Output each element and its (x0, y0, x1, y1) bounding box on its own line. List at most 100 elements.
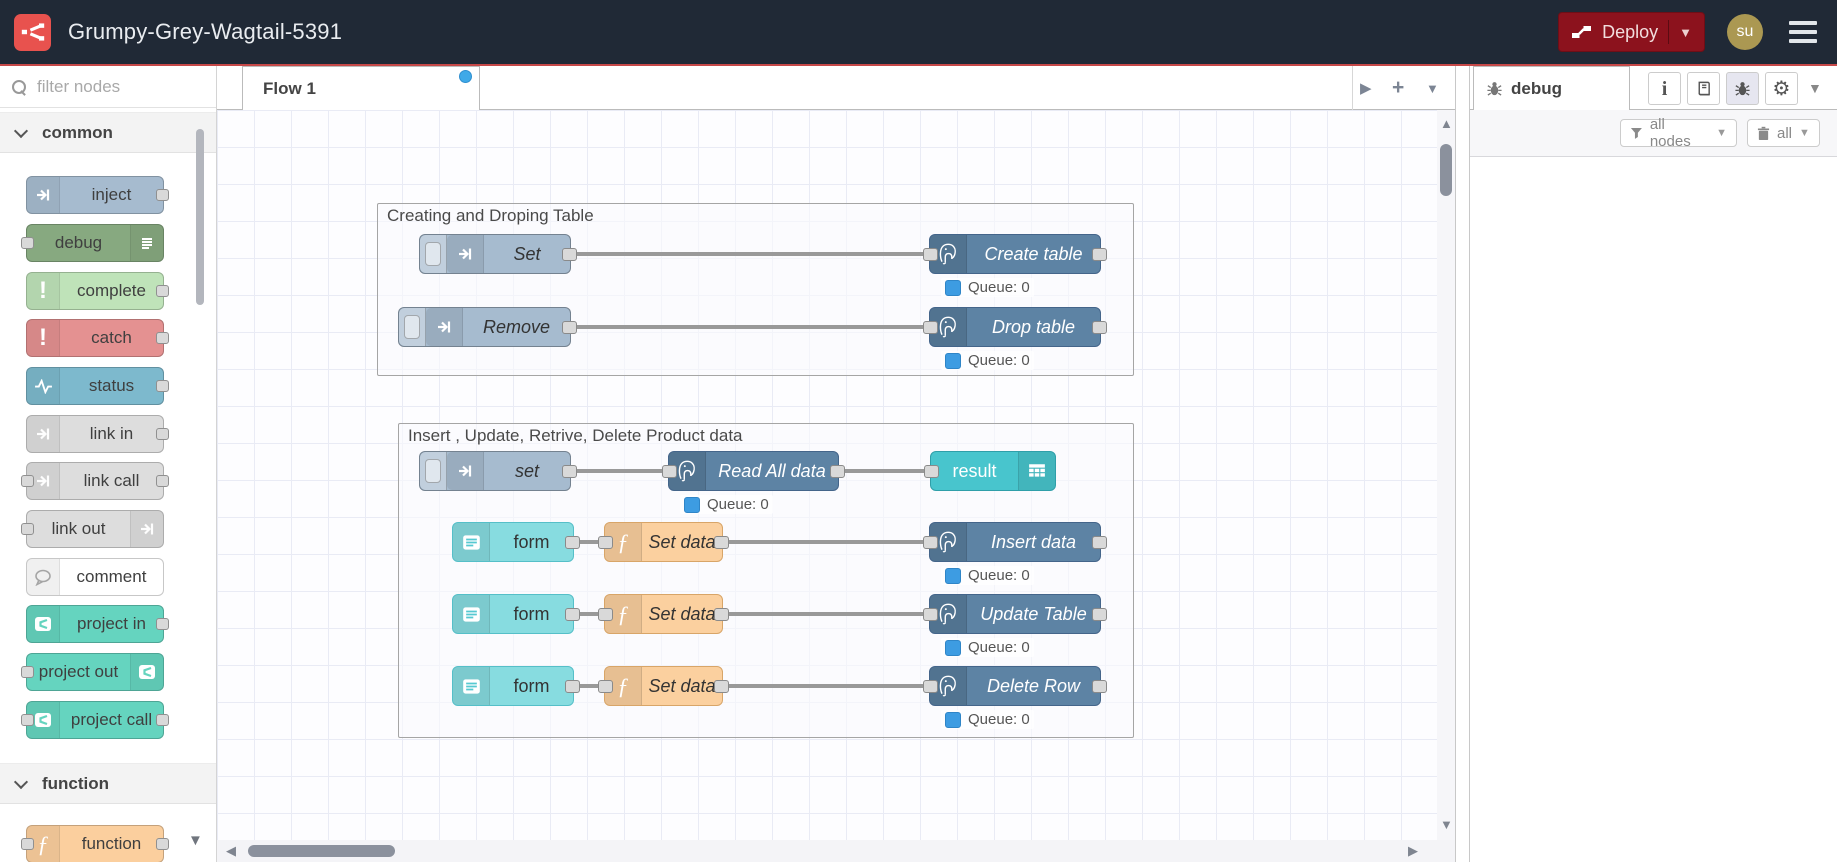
palette-item-comment[interactable]: comment (26, 558, 164, 596)
tab-flow-1[interactable]: Flow 1 (242, 66, 480, 110)
palette-item-project-call[interactable]: project call (21, 701, 169, 739)
palette-scroll-down-icon[interactable]: ▼ (188, 832, 203, 849)
port[interactable] (156, 189, 169, 201)
output-port[interactable] (1092, 321, 1107, 334)
tab-debug[interactable]: debug (1473, 66, 1630, 110)
input-port[interactable] (923, 248, 938, 261)
palette-scrollbar-thumb[interactable] (196, 129, 204, 305)
node-form3[interactable]: form (452, 666, 580, 706)
node-update-table[interactable]: Update Table (923, 594, 1107, 634)
output-port[interactable] (1092, 248, 1107, 261)
scroll-down-icon[interactable]: ▼ (1440, 817, 1453, 832)
wire[interactable] (571, 469, 668, 473)
scroll-right-icon[interactable]: ▶ (1408, 843, 1418, 858)
canvas-hscroll-track[interactable] (217, 840, 1455, 862)
deploy-dropdown-caret-icon[interactable]: ▼ (1679, 24, 1692, 40)
inject-button[interactable] (420, 452, 447, 490)
wire[interactable] (574, 540, 604, 544)
wire[interactable] (839, 469, 930, 473)
node-result[interactable]: result (924, 451, 1056, 491)
input-port[interactable] (598, 680, 613, 693)
port[interactable] (156, 838, 169, 850)
palette-item-link-call[interactable]: link call (21, 462, 169, 500)
input-port[interactable] (923, 321, 938, 334)
node-form1[interactable]: form (452, 522, 580, 562)
input-port[interactable] (923, 536, 938, 549)
port[interactable] (21, 237, 34, 249)
output-port[interactable] (562, 321, 577, 334)
flow-menu-caret-icon[interactable]: ▼ (1426, 80, 1439, 96)
node-create-table[interactable]: Create table (923, 234, 1107, 274)
wire[interactable] (723, 612, 929, 616)
canvas-hscroll-thumb[interactable] (248, 845, 395, 857)
input-port[interactable] (598, 608, 613, 621)
output-port[interactable] (1092, 680, 1107, 693)
deploy-button[interactable]: Deploy ▼ (1558, 12, 1705, 52)
output-port[interactable] (562, 248, 577, 261)
user-avatar[interactable]: su (1727, 14, 1763, 50)
input-port[interactable] (923, 608, 938, 621)
port[interactable] (156, 714, 169, 726)
add-flow-button[interactable]: + (1392, 76, 1405, 99)
output-port[interactable] (714, 536, 729, 549)
debug-clear-button[interactable]: all ▼ (1747, 119, 1820, 147)
palette-category-function[interactable]: function (0, 763, 216, 804)
wire[interactable] (574, 684, 604, 688)
port[interactable] (21, 523, 34, 535)
config-tab-button[interactable]: ⚙ (1765, 72, 1798, 105)
port[interactable] (21, 475, 34, 487)
port[interactable] (156, 332, 169, 344)
palette-item-project-in[interactable]: project in (26, 605, 169, 643)
help-tab-button[interactable] (1687, 72, 1720, 105)
node-delete-row[interactable]: Delete Row (923, 666, 1107, 706)
filter-nodes-input[interactable] (35, 75, 189, 98)
node-read-all[interactable]: Read All data (662, 451, 845, 491)
palette-item-complete[interactable]: !complete (26, 272, 169, 310)
palette-item-link-out[interactable]: link out (21, 510, 164, 548)
node-insert-data[interactable]: Insert data (923, 522, 1107, 562)
port[interactable] (156, 475, 169, 487)
inject-button[interactable] (420, 235, 447, 273)
port[interactable] (21, 838, 34, 850)
wire[interactable] (571, 325, 929, 329)
input-port[interactable] (598, 536, 613, 549)
scroll-up-icon[interactable]: ▲ (1440, 116, 1453, 131)
output-port[interactable] (830, 465, 845, 478)
wire[interactable] (723, 540, 929, 544)
main-menu-hamburger-icon[interactable] (1785, 17, 1821, 47)
port[interactable] (156, 428, 169, 440)
output-port[interactable] (714, 680, 729, 693)
input-port[interactable] (924, 465, 939, 478)
output-port[interactable] (714, 608, 729, 621)
output-port[interactable] (565, 536, 580, 549)
sidebar-resize-divider[interactable] (1455, 66, 1470, 862)
wire[interactable] (571, 252, 929, 256)
debug-tab-button[interactable] (1726, 72, 1759, 105)
port[interactable] (21, 666, 34, 678)
node-form2[interactable]: form (452, 594, 580, 634)
port[interactable] (156, 285, 169, 297)
output-port[interactable] (562, 465, 577, 478)
palette-item-inject[interactable]: inject (26, 176, 169, 214)
palette-category-common[interactable]: common (0, 112, 216, 153)
wire[interactable] (723, 684, 929, 688)
node-drop-table[interactable]: Drop table (923, 307, 1107, 347)
output-port[interactable] (1092, 536, 1107, 549)
canvas-vscroll-thumb[interactable] (1440, 144, 1452, 196)
port[interactable] (156, 618, 169, 630)
palette-item-catch[interactable]: !catch (26, 319, 169, 357)
port[interactable] (156, 380, 169, 392)
flow-list-button[interactable]: ▶ (1360, 80, 1372, 97)
palette-item-link-in[interactable]: link in (26, 415, 169, 453)
inject-button[interactable] (399, 308, 426, 346)
canvas-vscroll-track[interactable] (1437, 110, 1455, 840)
palette-item-debug[interactable]: debug (21, 224, 164, 262)
input-port[interactable] (923, 680, 938, 693)
output-port[interactable] (565, 680, 580, 693)
node-remove[interactable]: Remove (398, 307, 577, 347)
